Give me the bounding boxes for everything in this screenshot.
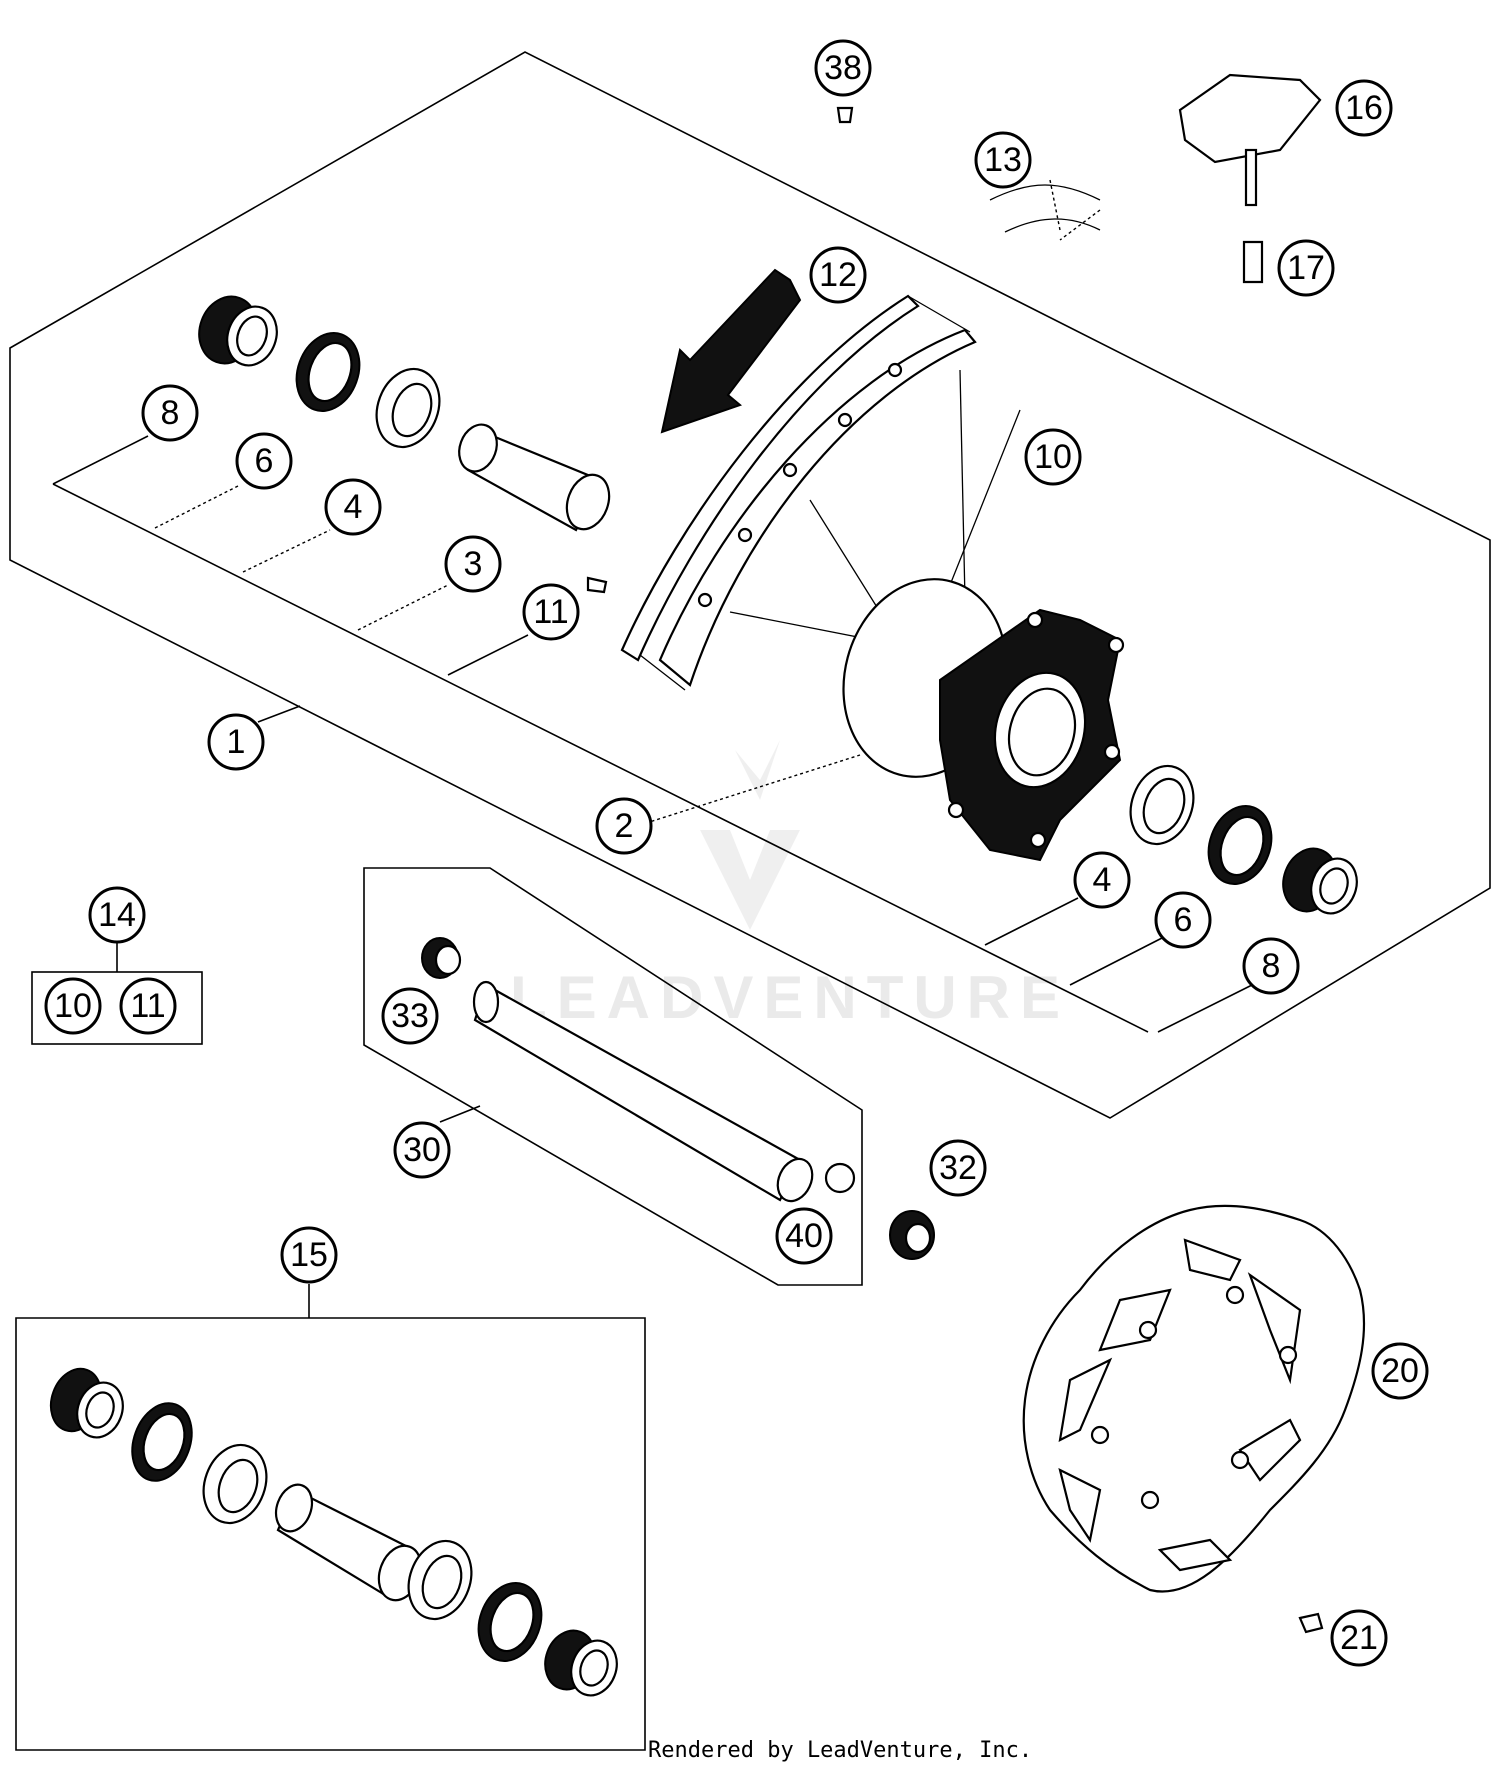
bearing-kit-15-frame bbox=[15, 1317, 646, 1751]
svg-text:10: 10 bbox=[1034, 438, 1072, 476]
svg-text:10: 10 bbox=[54, 987, 92, 1025]
valve-nut bbox=[1242, 240, 1264, 284]
inner-tube bbox=[1178, 73, 1322, 207]
callout-4[interactable]: 4 bbox=[324, 478, 382, 536]
callout-32[interactable]: 32 bbox=[929, 1139, 987, 1197]
callout-38[interactable]: 38 bbox=[814, 39, 872, 97]
wheel-assembly-frame bbox=[9, 51, 1491, 1119]
callout-1[interactable]: 1 bbox=[207, 713, 265, 771]
callout-16[interactable]: 16 bbox=[1335, 79, 1393, 137]
disc-bolt bbox=[1298, 1612, 1324, 1634]
svg-text:3: 3 bbox=[464, 545, 483, 583]
callout-15[interactable]: 15 bbox=[280, 1226, 338, 1284]
svg-text:21: 21 bbox=[1340, 1619, 1378, 1657]
callout-10-kit[interactable]: 10 bbox=[44, 977, 102, 1035]
callout-10[interactable]: 10 bbox=[1024, 428, 1082, 486]
callout-12[interactable]: 12 bbox=[809, 246, 867, 304]
brake-disc bbox=[1022, 1204, 1366, 1593]
rotation-arrow bbox=[660, 268, 802, 434]
callout-33[interactable]: 33 bbox=[381, 987, 439, 1045]
svg-text:8: 8 bbox=[1262, 947, 1281, 985]
rim-tape bbox=[989, 179, 1101, 233]
svg-text:20: 20 bbox=[1381, 1352, 1419, 1390]
callout-21[interactable]: 21 bbox=[1330, 1609, 1388, 1667]
svg-text:32: 32 bbox=[939, 1149, 977, 1187]
callout-20[interactable]: 20 bbox=[1371, 1342, 1429, 1400]
svg-text:11: 11 bbox=[533, 593, 568, 631]
valve-cap bbox=[836, 106, 854, 124]
svg-text:17: 17 bbox=[1287, 249, 1325, 287]
bearing-kit-15-parts bbox=[49, 1367, 618, 1697]
svg-text:4: 4 bbox=[344, 488, 363, 526]
svg-text:15: 15 bbox=[290, 1236, 328, 1274]
callout-4-right[interactable]: 4 bbox=[1073, 851, 1131, 909]
svg-text:38: 38 bbox=[824, 49, 862, 87]
svg-text:2: 2 bbox=[615, 807, 634, 845]
watermark: LEADVENTURE bbox=[510, 740, 1070, 1031]
svg-text:8: 8 bbox=[161, 394, 180, 432]
svg-text:12: 12 bbox=[819, 256, 857, 294]
callout-6[interactable]: 6 bbox=[235, 432, 293, 490]
axle-assembly bbox=[421, 937, 935, 1260]
svg-text:1: 1 bbox=[227, 723, 246, 761]
svg-text:40: 40 bbox=[785, 1217, 823, 1255]
callout-8[interactable]: 8 bbox=[141, 384, 199, 442]
callout-13[interactable]: 13 bbox=[974, 131, 1032, 189]
wheel-hub bbox=[842, 578, 1125, 862]
svg-text:13: 13 bbox=[984, 141, 1022, 179]
callout-30[interactable]: 30 bbox=[393, 1121, 451, 1179]
svg-text:11: 11 bbox=[130, 987, 165, 1025]
callout-6-right[interactable]: 6 bbox=[1154, 891, 1212, 949]
callout-8-right[interactable]: 8 bbox=[1242, 937, 1300, 995]
callout-14[interactable]: 14 bbox=[88, 886, 146, 944]
callout-3[interactable]: 3 bbox=[444, 535, 502, 593]
callout-2[interactable]: 2 bbox=[595, 797, 653, 855]
axle-assembly-frame bbox=[363, 867, 863, 1286]
callout-40[interactable]: 40 bbox=[775, 1207, 833, 1265]
wheel-rim bbox=[620, 294, 1021, 741]
svg-text:6: 6 bbox=[1174, 901, 1193, 939]
leader-lines-left bbox=[52, 209, 1253, 1123]
callout-11-kit[interactable]: 11 bbox=[119, 977, 177, 1035]
render-credit: Rendered by LeadVenture, Inc. bbox=[648, 1738, 1033, 1763]
top-right-bearing-stack bbox=[1129, 764, 1358, 915]
svg-text:4: 4 bbox=[1093, 861, 1112, 899]
callout-11[interactable]: 11 bbox=[522, 583, 580, 641]
callout-17[interactable]: 17 bbox=[1277, 239, 1335, 297]
watermark-text: LEADVENTURE bbox=[510, 964, 1070, 1031]
svg-text:14: 14 bbox=[98, 896, 136, 934]
svg-text:16: 16 bbox=[1345, 89, 1383, 127]
top-left-bearing-stack bbox=[198, 295, 611, 594]
svg-text:33: 33 bbox=[391, 997, 429, 1035]
svg-text:30: 30 bbox=[403, 1131, 441, 1169]
svg-text:6: 6 bbox=[255, 442, 274, 480]
